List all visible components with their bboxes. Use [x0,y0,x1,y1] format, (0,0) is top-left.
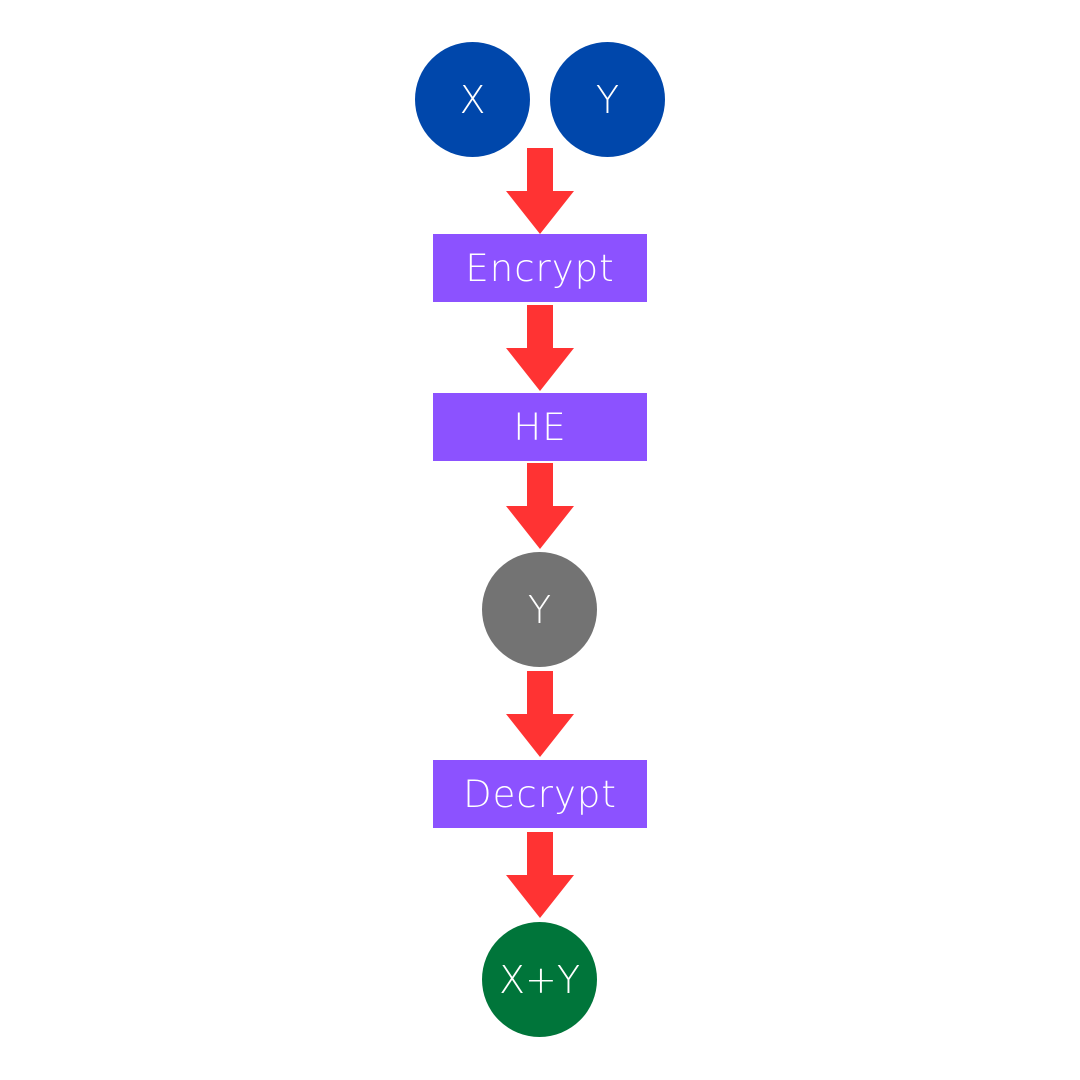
arrow-down-icon [506,463,574,549]
cipher-result-label: Y [527,587,552,632]
arrow-down-icon [506,671,574,757]
encrypt-step: Encrypt [433,234,647,302]
output-sum-label: X+Y [498,957,581,1002]
he-label: HE [513,405,567,449]
arrow-down-icon [506,148,574,234]
decrypt-step: Decrypt [433,760,647,828]
input-x-node: X [415,42,530,157]
input-y-node: Y [550,42,665,157]
arrow-down-icon [506,305,574,391]
arrow-down-icon [506,832,574,918]
input-x-label: X [459,77,486,122]
cipher-result-node: Y [482,552,597,667]
decrypt-label: Decrypt [463,772,617,816]
output-sum-node: X+Y [482,922,597,1037]
input-y-label: Y [595,77,620,122]
encrypt-label: Encrypt [465,246,615,290]
he-step: HE [433,393,647,461]
